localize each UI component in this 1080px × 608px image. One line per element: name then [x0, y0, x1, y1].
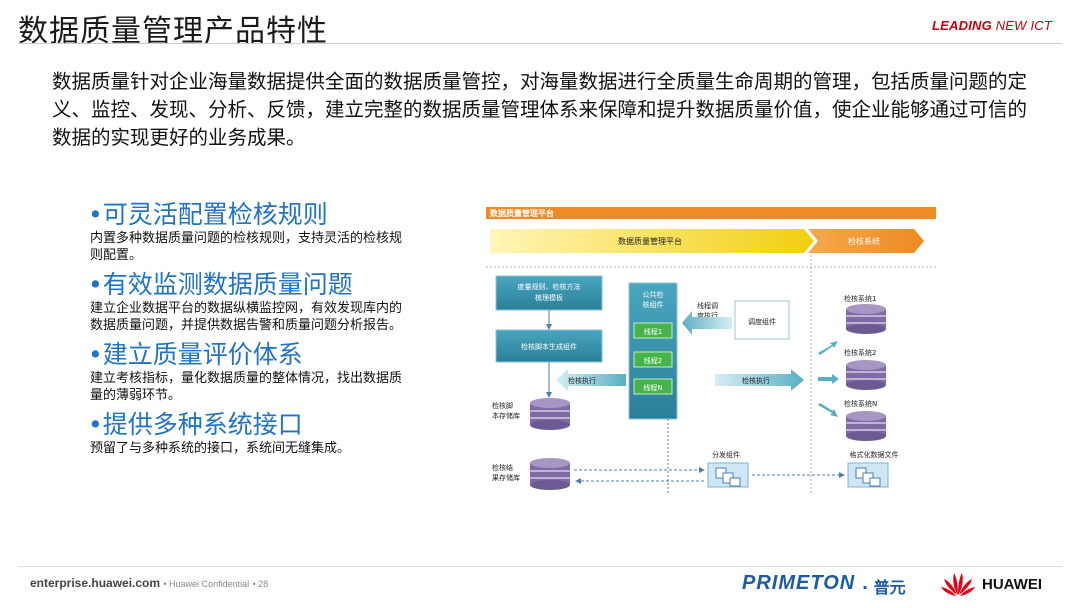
format-file-label: 格式化数据文件	[850, 450, 899, 459]
feature-desc: 预留了与多种系统的接口，系统间无缝集成。	[90, 441, 351, 456]
exec-right-label: 检核执行	[742, 376, 770, 385]
thread-2	[633, 351, 673, 368]
huawei-wordmark: HUAWEI	[982, 576, 1042, 593]
result-store-db-icon	[530, 458, 570, 490]
rules-box-line1: 度量规则、检核方法	[518, 282, 581, 291]
feature-list: •可灵活配置检核规则 内置多种数据质量问题的检核规则，支持灵活的检核规则配置。 …	[88, 198, 408, 462]
sched-arrow	[682, 311, 732, 335]
footer-confidential: Huawei Confidential	[169, 579, 250, 589]
feature-desc: 建立企业数据平台的数据纵横监控网，有效发现库内的数据质量问题，并提供数据告警和质…	[90, 301, 403, 333]
script-store-line2: 本存储库	[492, 411, 520, 420]
thread-1	[633, 322, 673, 339]
sys2-db-icon	[846, 360, 886, 390]
page-number: 28	[258, 579, 269, 589]
script-store-db-icon	[530, 398, 570, 430]
top-bar-label: 数据质量管理平台	[490, 208, 554, 218]
feature-heading: •有效监测数据质量问题	[88, 270, 353, 299]
script-gen-box	[495, 329, 603, 363]
rules-box	[495, 275, 603, 311]
feature-item: •建立质量评价体系 建立考核指标，量化数据质量的整体情况，找出数据质量的薄弱环节…	[88, 338, 408, 404]
architecture-diagram: 数据质量管理平台 数据质量管理平台 检核系统 度量规则、检核方法 梳理模板 检核…	[486, 205, 938, 495]
distribute-label: 分发组件	[712, 450, 740, 459]
feature-desc: 内置多种数据质量问题的检核规则，支持灵活的检核规则配置。	[90, 231, 403, 263]
footer-bullet: •	[252, 579, 259, 589]
intro-paragraph: 数据质量针对企业海量数据提供全面的数据质量管控，对海量数据进行全质量生命周期的管…	[52, 70, 1028, 149]
result-store-line1: 检核结	[492, 463, 513, 472]
thread-sched-line1: 线程调	[697, 301, 718, 310]
feature-item: •有效监测数据质量问题 建立企业数据平台的数据纵横监控网，有效发现库内的数据质量…	[88, 268, 408, 334]
format-file-icon	[847, 462, 889, 488]
brand-rest: NEW ICT	[991, 18, 1052, 33]
exec-left-label: 检核执行	[568, 376, 596, 385]
sys1-label: 检核系统1	[844, 294, 876, 303]
thread-n-label: 线程N	[643, 383, 662, 392]
leading-new-ict-logo: LEADING NEW ICT	[932, 18, 1052, 33]
public-component-line2: 核组件	[643, 300, 664, 309]
primeton-logo: PRIMETON	[742, 572, 856, 594]
footer-site: enterprise.huawei.com	[30, 576, 161, 590]
exec-arrow-right	[715, 369, 804, 391]
sys1-db-icon	[846, 304, 886, 334]
thread-n	[633, 378, 673, 395]
script-store-line1: 检核脚	[492, 401, 513, 410]
title-divider	[18, 43, 1062, 44]
primeton-cn: · 普元	[862, 578, 906, 597]
sys2-label: 检核系统2	[844, 348, 876, 357]
feature-heading: •可灵活配置检核规则	[88, 200, 328, 229]
footer-bullet: •	[163, 579, 170, 589]
exec-arrow-left	[556, 369, 626, 391]
band-platform-label: 数据质量管理平台	[618, 236, 682, 246]
sched-component	[734, 300, 790, 340]
feature-heading: •提供多种系统接口	[88, 410, 303, 439]
distribute-icon	[707, 462, 749, 488]
thread-1-label: 线程1	[644, 327, 662, 336]
footer-left: enterprise.huawei.com • Huawei Confident…	[30, 576, 268, 590]
feature-desc: 建立考核指标，量化数据质量的整体情况，找出数据质量的薄弱环节。	[90, 371, 403, 403]
thread-2-label: 线程2	[644, 356, 662, 365]
footer-divider	[18, 566, 1062, 567]
sysn-db-icon	[846, 411, 886, 441]
huawei-flower-icon	[941, 573, 975, 596]
feature-heading: •建立质量评价体系	[88, 340, 303, 369]
feature-item: •提供多种系统接口 预留了与多种系统的接口，系统间无缝集成。	[88, 408, 408, 458]
band-check-system-label: 检核系统	[848, 236, 880, 246]
sched-component-label: 调度组件	[748, 317, 776, 326]
public-component-line1: 公共检	[643, 290, 664, 299]
result-store-line2: 果存储库	[492, 473, 520, 482]
public-component	[628, 282, 678, 420]
feature-item: •可灵活配置检核规则 内置多种数据质量问题的检核规则，支持灵活的检核规则配置。	[88, 198, 408, 264]
top-bar	[486, 207, 936, 219]
band-check-system	[808, 229, 924, 253]
script-gen-label: 检核脚本生成组件	[521, 342, 577, 351]
sysn-label: 检核系统N	[844, 399, 877, 408]
arrow-sys2	[818, 374, 839, 384]
band-platform	[490, 229, 814, 253]
arrow-sys1	[818, 341, 838, 355]
brand-leading: LEADING	[932, 18, 992, 33]
rules-box-line2: 梳理模板	[535, 293, 563, 302]
thread-sched-line2: 度执行	[697, 311, 718, 320]
arrow-sysn	[818, 403, 838, 417]
